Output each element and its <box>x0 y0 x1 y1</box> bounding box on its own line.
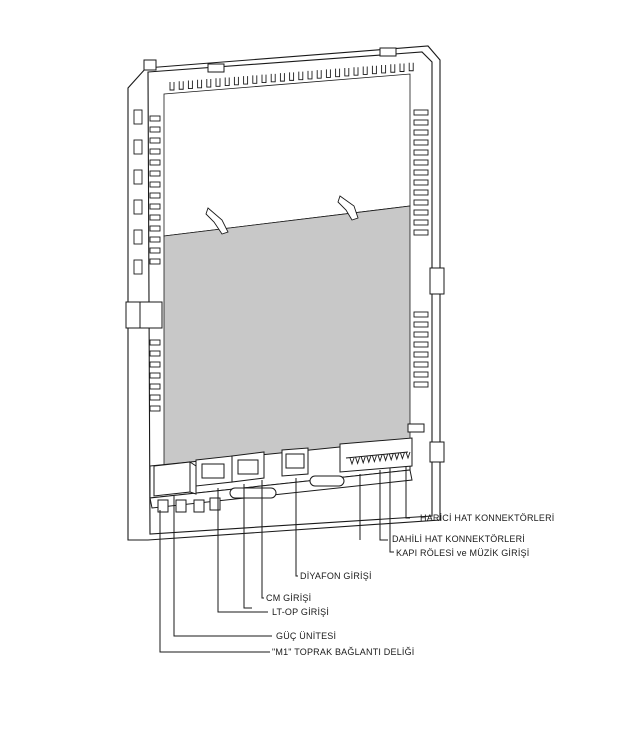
circuit-panel <box>163 205 411 469</box>
label-diyafon: DİYAFON GİRİŞİ <box>300 571 372 581</box>
label-guc: GÜÇ ÜNİTESİ <box>276 631 336 641</box>
top-vent-teeth <box>169 62 414 91</box>
right-side-combs <box>413 109 429 388</box>
panel-clips <box>205 195 359 235</box>
terminal-screws <box>349 451 411 466</box>
right-side-clip <box>407 267 445 463</box>
label-kapi-rolesi: KAPI RÖLESİ ve MÜZİK GİRİŞİ <box>396 548 529 558</box>
rj-connectors <box>195 447 309 487</box>
label-ltop: LT-OP GİRİŞİ <box>272 607 329 617</box>
ground-slot <box>229 475 345 499</box>
label-dahili-hat: DAHİLİ HAT KONNEKTÖRLERİ <box>392 534 525 544</box>
power-unit-block <box>153 461 221 513</box>
top-clips <box>143 47 397 73</box>
left-side-combs <box>133 109 161 412</box>
label-harici-hat: HARİCİ HAT KONNEKTÖRLERİ <box>420 513 555 523</box>
left-side-clip <box>125 301 163 329</box>
label-cm: CM GİRİŞİ <box>266 593 311 603</box>
leader-lines <box>159 466 410 653</box>
label-toprak: "M1" TOPRAK BAĞLANTI DELİĞİ <box>272 647 415 657</box>
